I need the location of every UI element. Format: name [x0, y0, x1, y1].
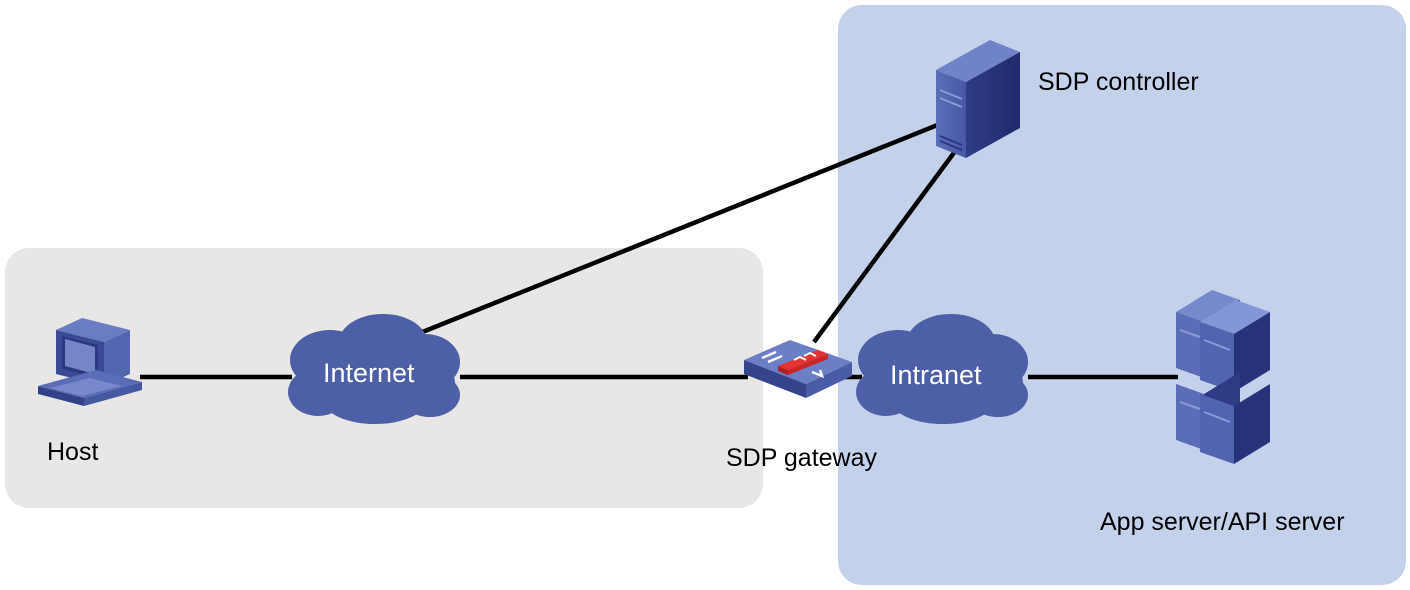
firewall-gateway-icon [744, 340, 852, 398]
connection-links [140, 121, 1178, 380]
link-gateway-controller [812, 148, 958, 344]
intranet-label: Intranet [890, 360, 982, 390]
intranet-cloud-icon [856, 314, 1028, 424]
controller-label: SDP controller [1038, 68, 1199, 96]
app-server-label: App server/API server [1100, 508, 1345, 536]
link-internet-controller [419, 121, 941, 336]
host-label: Host [47, 438, 98, 466]
internet-label: Internet [323, 358, 415, 388]
host-computer-icon [38, 318, 142, 406]
server-tower-icon [936, 40, 1020, 158]
server-cluster-icon [1176, 290, 1270, 464]
internet-cloud-icon [288, 314, 460, 424]
gateway-label: SDP gateway [726, 444, 878, 472]
